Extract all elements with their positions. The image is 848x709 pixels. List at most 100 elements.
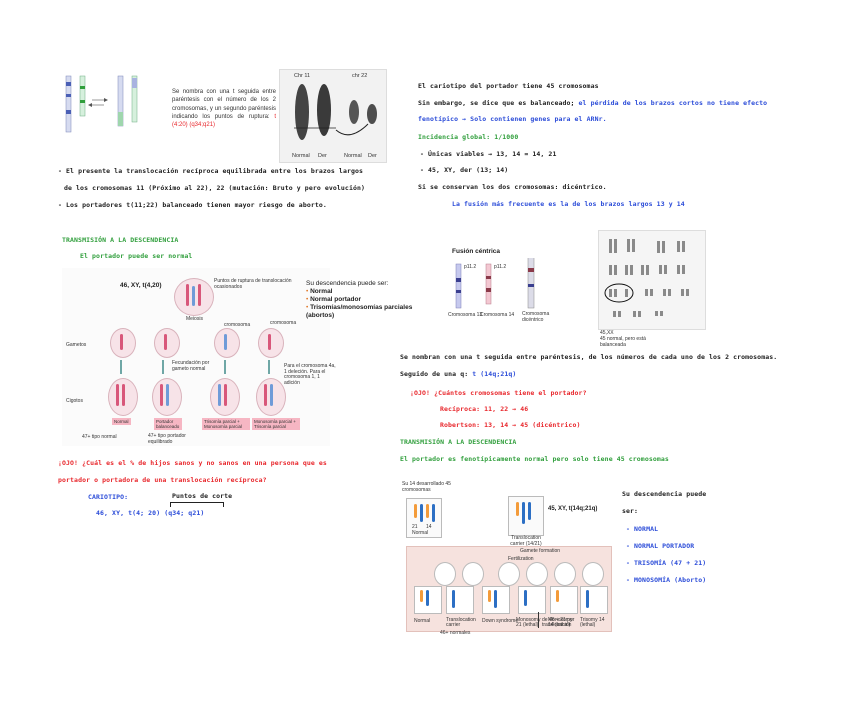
right-note-3a: fenotípico (418, 115, 459, 123)
right-middle-1: Se nombran con una t seguida entre parén… (400, 353, 778, 361)
chrom-label-14: 14 (426, 524, 432, 530)
right-middle-4: Recíproca: 11, 22 → 46 (440, 405, 529, 413)
question-line1: ¡OJO! ¿Cuál es el % de hijos sanos y no … (58, 459, 327, 467)
top-note: Su 14 desarrollado 45 cromosomas (402, 481, 451, 493)
right-note-3b: → Solo contienen genes para el ARNr. (462, 115, 607, 123)
photo-label-1: Normal (292, 153, 310, 159)
right-note-2: Sin embargo, se dice que es balanceado; … (418, 99, 767, 107)
right-list-ser: ser: (622, 507, 639, 515)
break-points-note: Puntos de ruptura de translocación ocasi… (214, 278, 292, 290)
right-annotation: Para el cromosoma 4a, 1 deleción. Para e… (284, 363, 336, 386)
fertilization-right: Fertilization (508, 556, 534, 562)
fusion-diagram: Fusión céntrica p11.2 p11.2 Cromosoma 13… (446, 226, 586, 338)
fertilization-label: Fecundación por gameto normal (172, 360, 210, 372)
annotation-2: cromosoma (270, 320, 297, 326)
small-label-1: Normal (414, 618, 431, 624)
band-label-1: p11.2 (464, 264, 477, 270)
right-middle-5: Robertson: 13, 14 → 45 (dicéntrico) (440, 421, 581, 429)
karyotype-right: 45, XY, t(14q;21q) (548, 506, 598, 512)
bottom-note-normals: 46+ normales (440, 630, 471, 636)
transmission-title-left: TRANSMISIÓN A LA DESCENDENCIA (62, 236, 179, 244)
karyotype-label: 46, XY, t(4,20) (120, 282, 162, 289)
zygotes-label: Cigotos (66, 398, 83, 404)
photo-label-4: Der (368, 153, 377, 159)
transmission-sub-left: El portador puede ser normal (80, 252, 193, 260)
label-chr13: Cromosoma 13 (448, 312, 483, 318)
gametes-label: Gametos (66, 342, 87, 348)
robertsonian-diagram: Su 14 desarrollado 45 cromosomas 21 14 N… (400, 478, 616, 638)
chromosome-schematic (60, 72, 160, 138)
photo-label-3: Normal (344, 153, 362, 159)
right-list-item-4: - MONOSOMÍA (Aborto) (626, 576, 707, 584)
tag-carrier: Portador balanceado (154, 418, 182, 430)
notation-description: Se nombra con una t seguida entre parént… (172, 88, 276, 129)
arrow-note: de 46 + 21 por translocación (542, 617, 575, 628)
right-note-6: - 45, XY, der (13; 14) (420, 166, 509, 174)
right-list-item-3: - TRISOMÍA (47 + 21) (626, 559, 707, 567)
answer-note: Puntos de corte (172, 492, 233, 500)
small-label-3: Down syndrome (482, 618, 519, 624)
small-label-6: Trisomy 14 (lethal) (580, 617, 605, 628)
annotation-1: cromosoma (224, 322, 251, 328)
chrom-label-21: 21 (412, 524, 418, 530)
right-note-4: Incidencia global: 1/1000 (418, 133, 519, 141)
right-note-3: fenotípico → Solo contienen genes para e… (418, 115, 607, 123)
right-list-item-1: - NORMAL (626, 525, 659, 533)
label-chr14: Cromosoma 14 (480, 312, 515, 318)
bottom-label-carrier: 47+ tipo portador equilibrado (148, 433, 186, 445)
fusion-title: Fusión céntrica (452, 248, 501, 255)
small-label-4: Monosomy 21 (lethal) (516, 617, 541, 628)
right-middle-3: ¡OJO! ¿Cuántos cromosomas tiene el porta… (410, 389, 587, 397)
photo-label-2: Der (318, 153, 327, 159)
small-label-2: Translocation carrier (446, 617, 476, 628)
right-transmission-title: TRANSMISIÓN A LA DESCENDENCIA (400, 438, 517, 446)
fusion-svg (455, 258, 535, 309)
left-note-line1: - El presente la translocación recíproca… (58, 167, 364, 175)
right-middle-2: Seguido de una q: t (14q;21q) (400, 370, 516, 378)
right-list-title: Su descendencia puede (622, 490, 707, 498)
translocation-caption: Translocation carrier (14/21) (510, 535, 542, 547)
chromosome-photo-svg (294, 84, 377, 140)
band-label-2: p11.2 (494, 264, 507, 270)
tag-partial-2: Monosomía parcial + Trisomía parcial (252, 418, 300, 430)
right-note-2b: el pérdida de los brazos cortos no tiene… (578, 99, 768, 107)
answer-value: 46, XY, t(4; 20) (q34; q21) (96, 509, 205, 517)
karyotype-small: 45,XX (600, 330, 614, 336)
chr22-label: chr 22 (352, 73, 368, 79)
right-note-7: Si se conservan los dos cromosomas: dicé… (418, 183, 607, 191)
right-note-1: El cariotipo del portador tiene 45 cromo… (418, 82, 599, 90)
bottom-label-normal: 47+ tipo normal (82, 434, 117, 440)
karyotype-note: 45 normal, pero está balanceada (600, 336, 646, 348)
meiosis-diagram: 46, XY, t(4,20) Puntos de ruptura de tra… (62, 268, 336, 446)
right-note-8: La fusión más frecuente es la de los bra… (452, 200, 685, 208)
descendance-title: Su descendencia puede ser: (306, 280, 389, 287)
normal-parent-box (406, 498, 442, 538)
right-middle-2a: Seguido de una q: (400, 370, 469, 378)
chromosome-photo-panel: Chr 11 chr 22 Normal Der Normal Der (279, 69, 387, 163)
desc-item-3: • Trisomías/monosomías parciales (aborto… (306, 304, 413, 319)
normal-caption: Normal (412, 530, 429, 536)
descendance-box: Su descendencia puede ser: • Normal • No… (306, 280, 416, 320)
gamete-formation-label: Gamete formation (520, 548, 561, 554)
right-note-2a: Sin embargo, se dice que es balanceado; (418, 99, 575, 107)
label-dicentric: Cromosoma dicéntrico (522, 311, 550, 323)
right-transmission-sub: El portador es fenotípicamente normal pe… (400, 455, 669, 463)
chr11-label: Chr 11 (294, 73, 311, 79)
tag-partial-1: Trisomía parcial + Monosomía parcial (202, 418, 250, 430)
answer-label: CARIOTIPO: (88, 493, 129, 501)
desc-item-1: • Normal (306, 288, 333, 295)
meiosis-label: Meiosis (186, 316, 203, 322)
notation-example: t (4:20) (q34;q21) (172, 113, 276, 129)
left-note-line2: de los cromosomas 11 (Próximo al 22), 22… (64, 184, 365, 192)
notation-description-text: Se nombra con una t seguida entre parént… (172, 89, 276, 120)
karyotype-image (598, 230, 706, 330)
right-list-item-2: - NORMAL PORTADOR (626, 542, 695, 550)
translocation-schematic-svg (65, 75, 138, 133)
karyotype-svg (604, 239, 689, 317)
right-middle-2b: t (14q;21q) (472, 370, 517, 378)
answer-bracket (170, 502, 224, 507)
tag-normal: Normal (112, 418, 131, 425)
small-label-5: Monosomy 14 (lethal) (548, 617, 573, 628)
carrier-parent-box (508, 496, 544, 536)
desc-item-2: • Normal portador (306, 296, 362, 303)
